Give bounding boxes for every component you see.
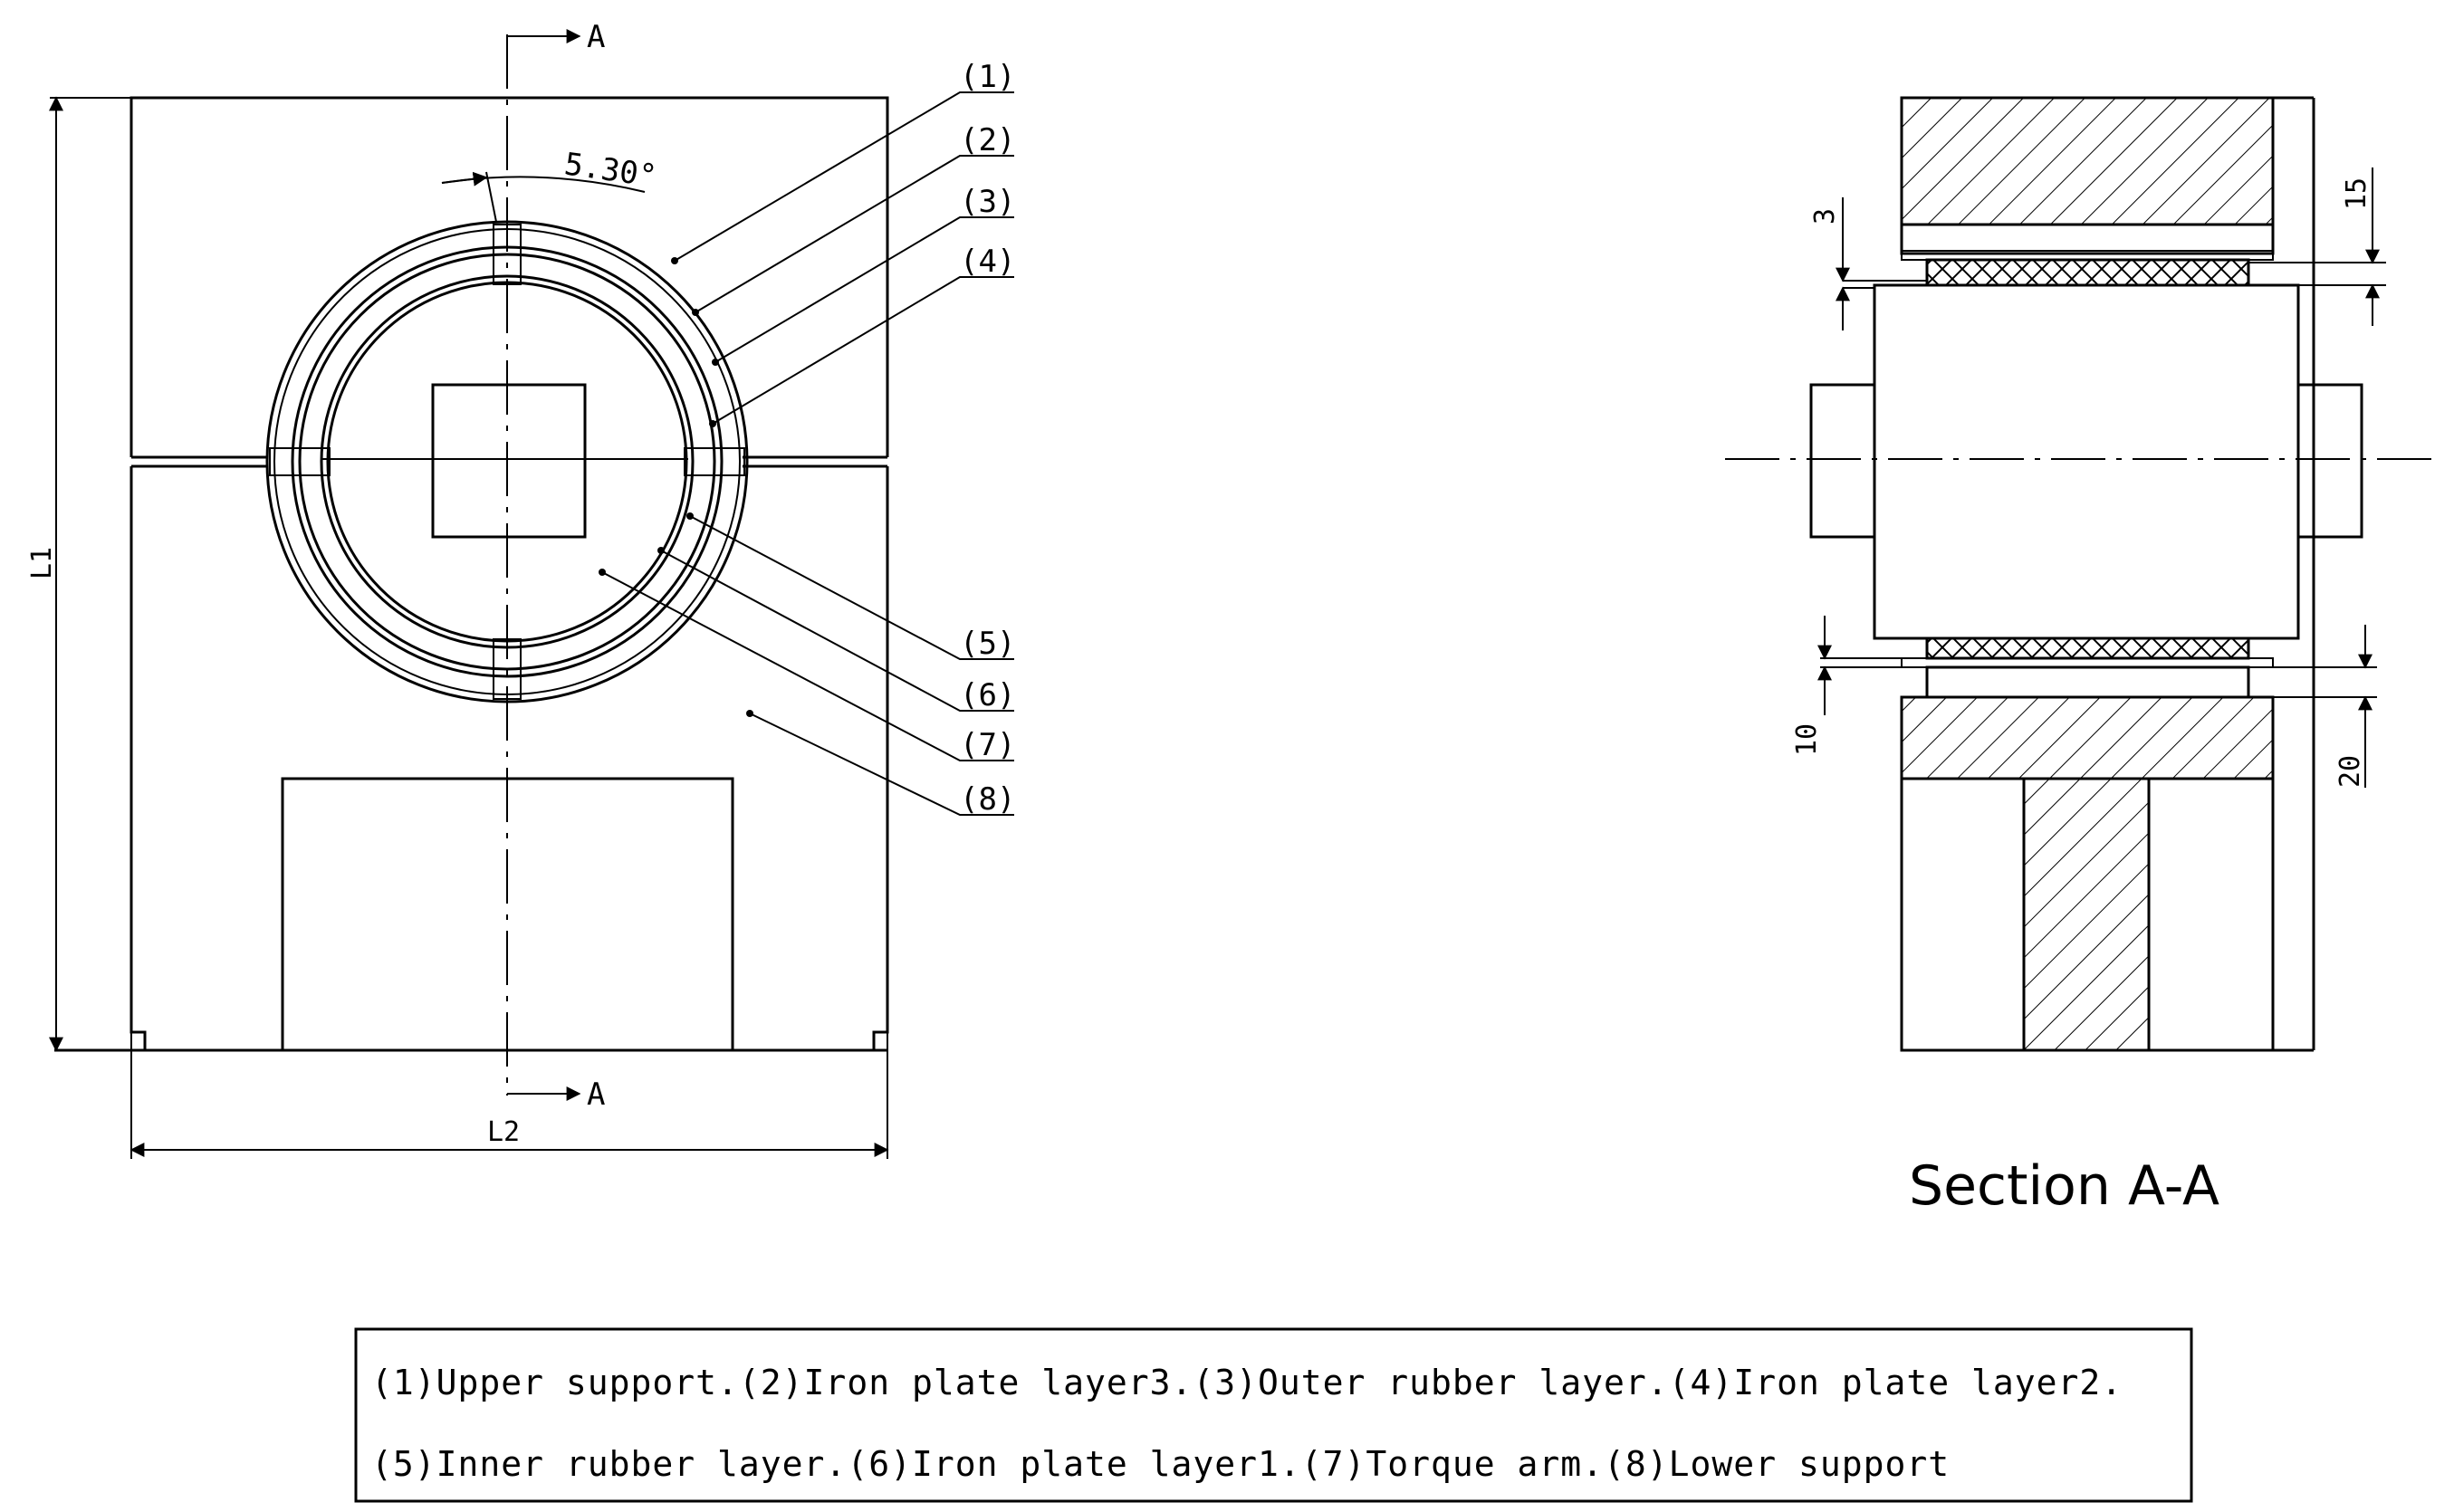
callout-6: (6) — [657, 547, 1015, 713]
section-upper-support — [1900, 96, 2275, 226]
section-lower-support — [1900, 695, 2275, 780]
section-right-boss — [2296, 383, 2363, 539]
svg-text:(2): (2) — [960, 122, 1015, 158]
legend-box: (1)Upper support.(2)Iron plate layer3.(3… — [354, 1327, 2193, 1503]
legend-line-2: (5)Inner rubber layer.(6)Iron plate laye… — [371, 1444, 1950, 1484]
section-left-boss — [1809, 383, 1876, 539]
section-marker-top-label: A — [587, 19, 605, 55]
dimension-l1: L1 — [26, 96, 131, 1052]
section-dim-top-left-label: 3 — [1809, 208, 1841, 225]
callout-7: (7) — [599, 569, 1015, 763]
section-upper-rubber — [1925, 258, 2250, 287]
section-title: Section A-A — [1909, 1154, 2219, 1218]
section-marker-bottom-label: A — [587, 1077, 605, 1113]
dimension-l1-label: L1 — [26, 547, 58, 579]
section-dim-bottom-right: 20 — [2248, 625, 2377, 788]
callouts: (1) (2) (3) (4) (5) — [599, 59, 1015, 818]
section-dim-top-left: 3 — [1809, 197, 1927, 330]
svg-text:(4): (4) — [960, 244, 1015, 280]
iron-plate-layer2 — [298, 253, 716, 671]
callout-4: (4) — [709, 244, 1015, 427]
svg-text:(6): (6) — [960, 677, 1015, 713]
callout-2: (2) — [692, 122, 1015, 316]
svg-text:(5): (5) — [960, 626, 1015, 662]
angle-label: 5.30° — [562, 146, 659, 195]
section-marker-bottom: A — [507, 1077, 605, 1113]
support-body-outline — [54, 96, 889, 1052]
svg-text:(1): (1) — [960, 59, 1015, 95]
svg-text:(8): (8) — [960, 781, 1015, 818]
section-lower-rubber — [1925, 636, 2250, 660]
section-dim-bottom-right-label: 20 — [2334, 755, 2366, 788]
callout-8: (8) — [746, 710, 1015, 818]
callout-1: (1) — [671, 59, 1015, 264]
section-dim-top-right-label: 15 — [2341, 177, 2373, 210]
section-dim-bottom-left-label: 10 — [1791, 723, 1823, 756]
section-dim-top-right: 15 — [2248, 167, 2386, 326]
torque-arm-square — [431, 383, 587, 539]
svg-text:(7): (7) — [960, 727, 1015, 763]
section-center-body — [1873, 283, 2300, 640]
angle-dimension: 5.30° — [441, 146, 659, 223]
section-view: 3 15 10 20 Section A-A — [1725, 96, 2436, 1218]
section-dim-bottom-left: 10 — [1791, 616, 1927, 756]
front-view: A A 5.30° L1 L2 — [26, 19, 1015, 1159]
callout-3: (3) — [712, 184, 1015, 366]
legend-line-1: (1)Upper support.(2)Iron plate layer3.(3… — [371, 1363, 2123, 1402]
dimension-l2: L2 — [129, 1032, 889, 1159]
dimension-l2-label: L2 — [487, 1116, 520, 1148]
callout-5: (5) — [686, 512, 1015, 662]
section-marker-top: A — [507, 19, 605, 55]
svg-text:(3): (3) — [960, 184, 1015, 220]
section-torque-arm — [2022, 777, 2151, 1052]
